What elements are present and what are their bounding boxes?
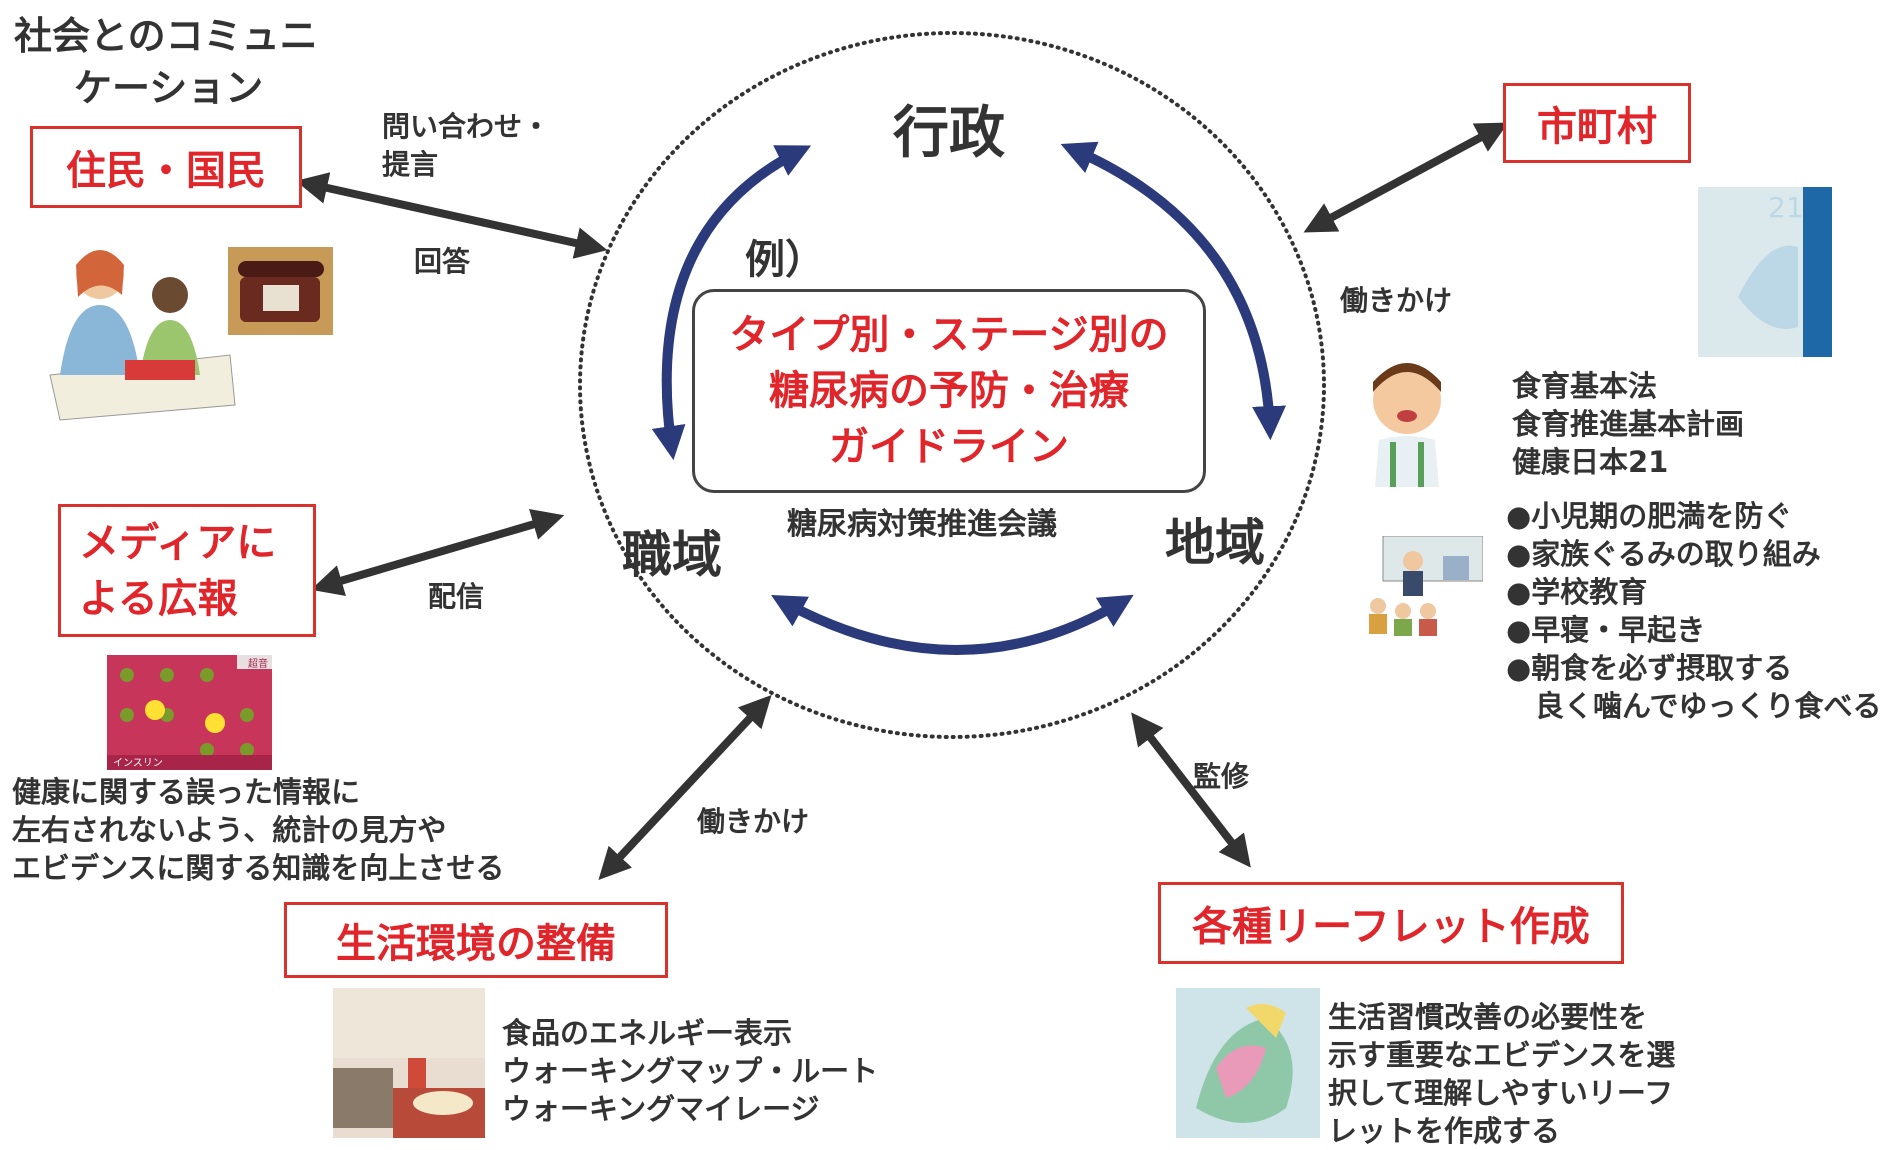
insulin-poster: 超音 インスリン [107, 655, 272, 770]
navy-arrow-left [651, 145, 812, 461]
arrow-leaflet [1131, 712, 1251, 868]
leaflet-image [1176, 988, 1320, 1138]
example-label: 例） [745, 237, 825, 283]
boy-eating-illustration [1355, 352, 1460, 487]
title-line-2: ケーション [74, 66, 264, 110]
navy-arrow-bottom [771, 594, 1134, 655]
center-top-label: 行政 [893, 101, 1005, 166]
inquiry-line-1: 問い合わせ・ [382, 110, 551, 143]
environment-box: 生活環境の整備 [284, 902, 668, 978]
laws-text-line: 食育基本法 [1512, 369, 1658, 403]
svg-text:21: 21 [1768, 191, 1804, 224]
bullet-item: ●家族ぐるみの取り組み [1506, 537, 1821, 571]
center-left-label: 職域 [622, 526, 722, 584]
environment-text: 食品のエネルギー表示 ウォーキングマップ・ルート ウォーキングマイレージ [502, 1014, 878, 1128]
page-title: 社会とのコミュニ ケーション [14, 10, 318, 114]
arrow-residents [295, 172, 608, 259]
bullet-item: 良く噛んでゆっくり食べる [1506, 689, 1882, 723]
guideline-box: タイプ別・ステージ別の 糖尿病の予防・治療 ガイドライン [692, 289, 1206, 493]
residents-label: 住民・国民 [66, 148, 266, 194]
inquiry-line-2: 提言 [382, 148, 439, 181]
residents-box: 住民・国民 [30, 126, 302, 208]
bullet-item: ●朝食を必ず摂取する [1506, 651, 1793, 685]
approach-bottom-label: 働きかけ [697, 805, 810, 838]
media-text: 健康に関する誤った情報に 左右されないよう、統計の見方や エビデンスに関する知識… [12, 773, 504, 887]
navy-arrow-right [1060, 141, 1287, 441]
inquiry-label: 問い合わせ・ 提言 [382, 108, 550, 184]
supervision-label: 監修 [1193, 760, 1250, 793]
municipal-label: 市町村 [1537, 104, 1657, 150]
laws-text-line: 健康日本21 [1512, 445, 1669, 479]
bullet-item: ●学校教育 [1506, 575, 1648, 609]
approach-right-label: 働きかけ [1340, 284, 1453, 317]
environment-label: 生活環境の整備 [336, 921, 616, 967]
center-right-label: 地域 [1165, 514, 1265, 572]
answer-label: 回答 [414, 245, 471, 278]
arrow-municipal [1303, 122, 1509, 233]
bullet-item: ●早寝・早起き [1506, 613, 1706, 647]
environment-text-line: ウォーキングマイレージ [502, 1092, 820, 1126]
arrow-environment [598, 694, 772, 881]
media-text-line: 健康に関する誤った情報に [12, 775, 361, 809]
laws-text-line: 食育推進基本計画 [1512, 407, 1745, 441]
leaflet-box: 各種リーフレット作成 [1158, 882, 1624, 964]
central-circle [578, 31, 1326, 739]
title-line-1: 社会とのコミュニ [14, 14, 318, 58]
environment-text-line: ウォーキングマップ・ルート [502, 1054, 879, 1088]
guideline-line-1: タイプ別・ステージ別の [729, 312, 1169, 358]
laws-text: 食育基本法 食育推進基本計画 健康日本21 [1512, 367, 1744, 481]
leaflet-text-line: 択して理解しやすいリーフ [1328, 1076, 1674, 1110]
guideline-book: 21 [1698, 187, 1832, 357]
environment-text-line: 食品のエネルギー表示 [502, 1016, 793, 1050]
telephone-photo [228, 247, 333, 335]
distribution-label: 配信 [428, 580, 485, 613]
bullets-text: ●小児期の肥満を防ぐ ●家族ぐるみの取り組み ●学校教育 ●早寝・早起き ●朝食… [1506, 497, 1882, 725]
poster-bottom-text: インスリン [113, 758, 163, 769]
leaflet-text-line: 示す重要なエビデンスを選 [1328, 1038, 1676, 1072]
guideline-line-2: 糖尿病の予防・治療 [769, 368, 1129, 414]
media-text-line: エビデンスに関する知識を向上させる [12, 851, 505, 885]
guideline-line-3: ガイドライン [829, 424, 1069, 470]
municipal-box: 市町村 [1503, 83, 1691, 163]
arrow-media [310, 508, 565, 597]
media-box: メディアに よる広報 [58, 504, 316, 637]
leaflet-text-line: レットを作成する [1328, 1114, 1561, 1148]
media-text-line: 左右されないよう、統計の見方や [12, 813, 447, 847]
leaflet-text: 生活習慣改善の必要性を 示す重要なエビデンスを選 択して理解しやすいリーフ レッ… [1328, 998, 1675, 1150]
school-class-illustration [1363, 536, 1483, 636]
leaflet-text-line: 生活習慣改善の必要性を [1328, 1000, 1648, 1034]
council-label: 糖尿病対策推進会議 [787, 507, 1057, 542]
media-label-2: よる広報 [79, 575, 238, 622]
media-label-1: メディアに [79, 519, 277, 566]
food-table-photo [333, 988, 485, 1138]
bullet-item: ●小児期の肥満を防ぐ [1506, 499, 1793, 533]
leaflet-label: 各種リーフレット作成 [1192, 904, 1590, 950]
teacher-student-illustration [30, 235, 240, 425]
poster-top-text: 超音 [248, 659, 268, 670]
